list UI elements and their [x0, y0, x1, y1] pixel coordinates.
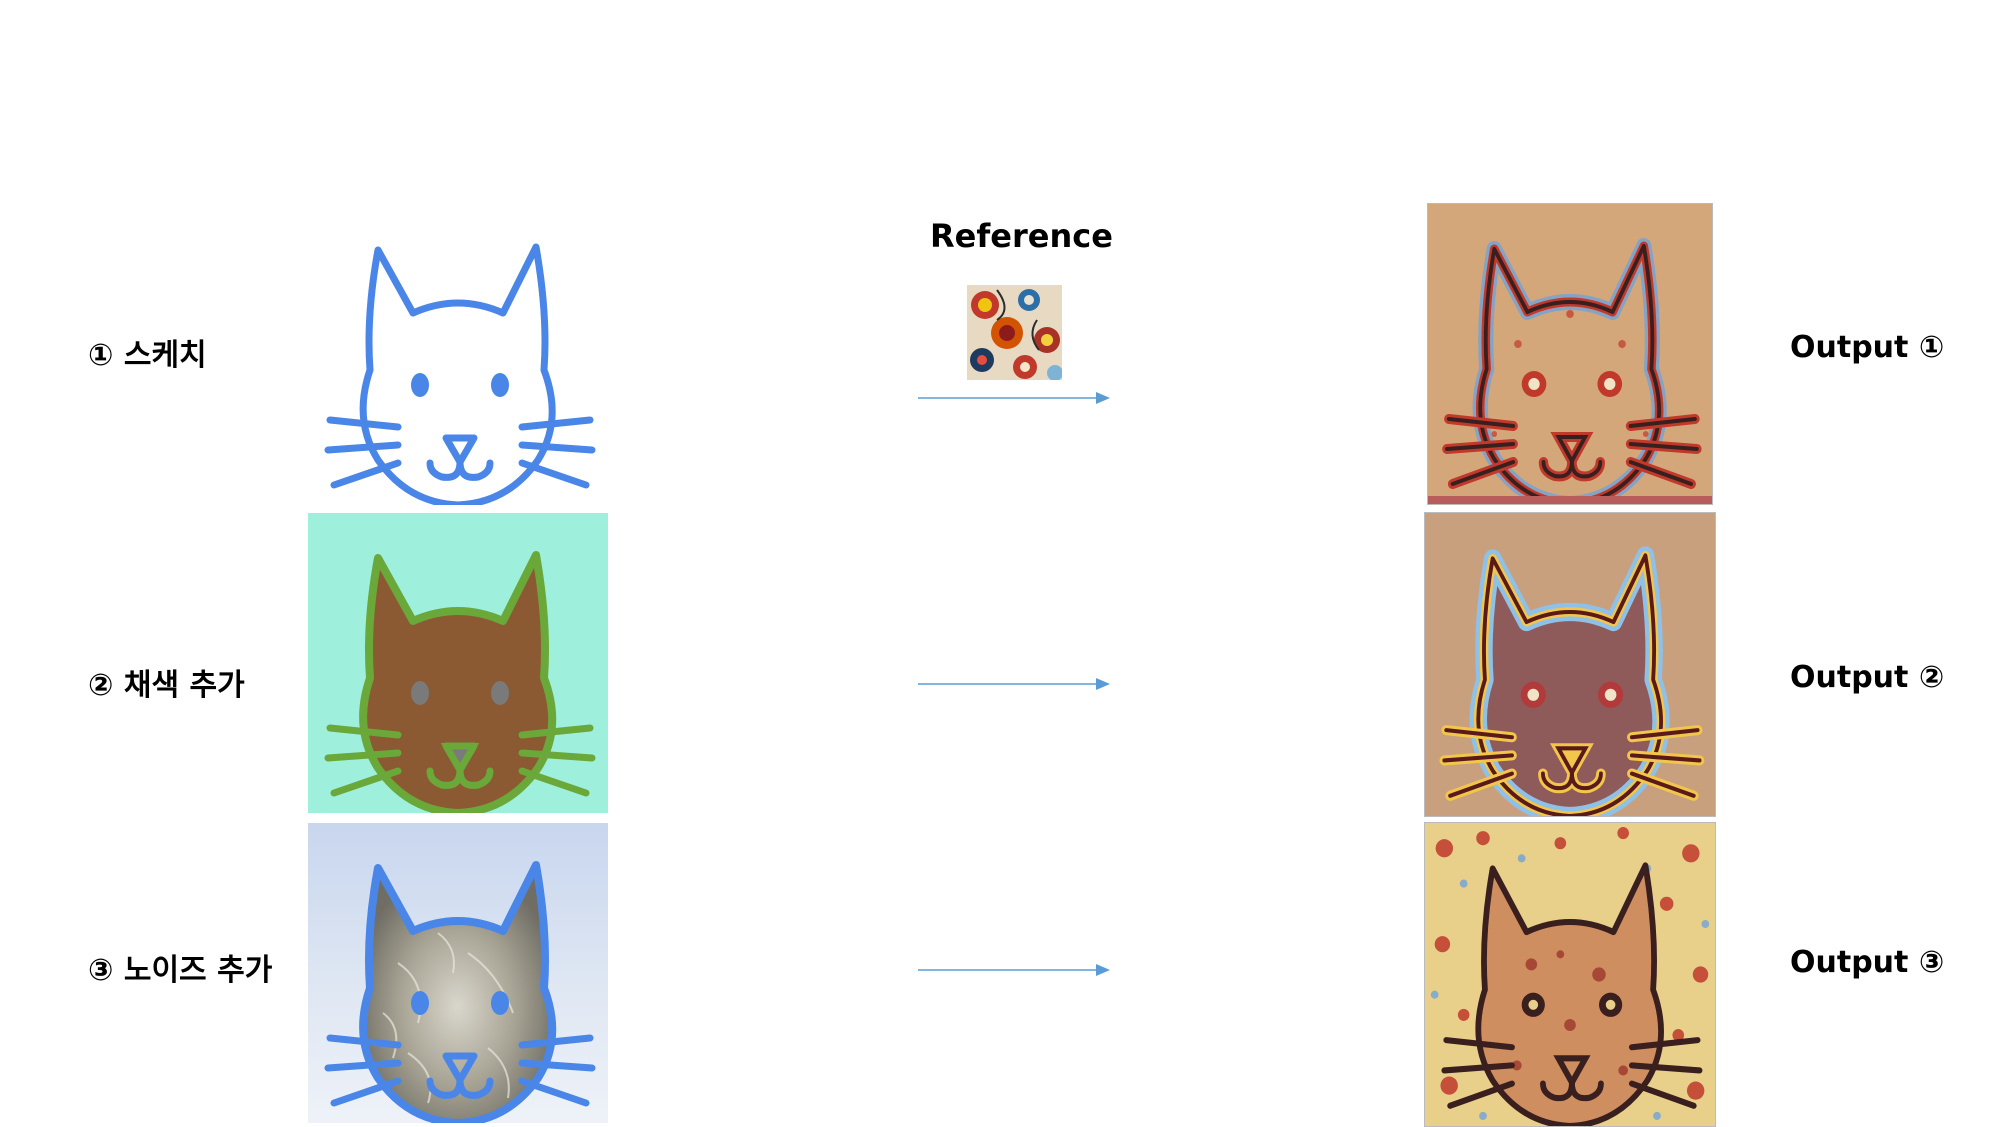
row1-output-label: Output ① — [1790, 330, 1945, 365]
input-sketch-image — [308, 205, 608, 505]
output2-image — [1424, 512, 1716, 817]
row3-output-label: Output ③ — [1790, 945, 1945, 980]
input-noise-image — [308, 823, 608, 1123]
reference-image — [967, 285, 1062, 380]
reference-title: Reference — [930, 217, 1113, 255]
row2-input-label: ② 채색 추가 — [88, 668, 245, 703]
arrow-row3 — [918, 964, 1110, 976]
row2-output-label: Output ② — [1790, 660, 1945, 695]
row3-input-label: ③ 노이즈 추가 — [88, 953, 273, 988]
arrow-row1 — [918, 392, 1110, 404]
output1-image — [1427, 203, 1713, 505]
arrow-row2 — [918, 678, 1110, 690]
output3-image — [1424, 822, 1716, 1127]
row1-input-label: ① 스케치 — [88, 338, 207, 373]
input-colored-image — [308, 513, 608, 813]
